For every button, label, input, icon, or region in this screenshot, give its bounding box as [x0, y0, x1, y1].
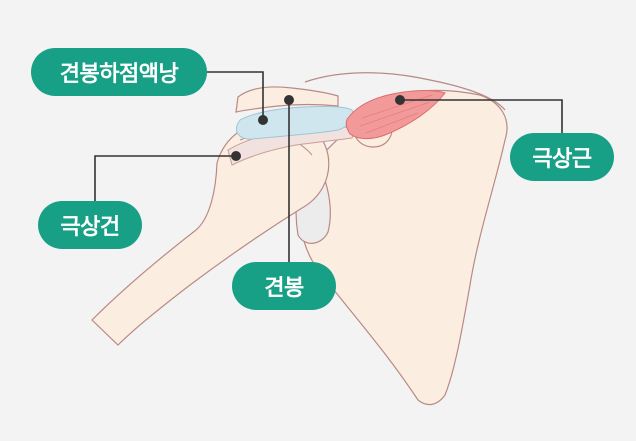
bursa-leader-line — [207, 71, 264, 120]
bursa-label: 견봉하점액낭 — [31, 48, 207, 96]
acromion-marker-dot — [284, 95, 294, 105]
acromion-label: 견봉 — [232, 262, 336, 310]
supraspinatus-muscle-marker-dot — [395, 95, 405, 105]
supraspinatus-muscle-label: 극상근 — [510, 133, 614, 181]
muscle-fibers — [359, 94, 433, 134]
bursa-marker-dot — [258, 115, 268, 125]
supraspinatus-muscle-leader-line — [400, 99, 563, 133]
supraspinatus-tendon-marker-dot — [231, 151, 241, 161]
supraspinatus-tendon-label: 극상건 — [38, 201, 142, 249]
supraspinatus-muscle-shape — [345, 90, 446, 140]
supraspinatus-tendon-leader-line — [94, 155, 236, 201]
scapula-spine — [304, 72, 506, 111]
